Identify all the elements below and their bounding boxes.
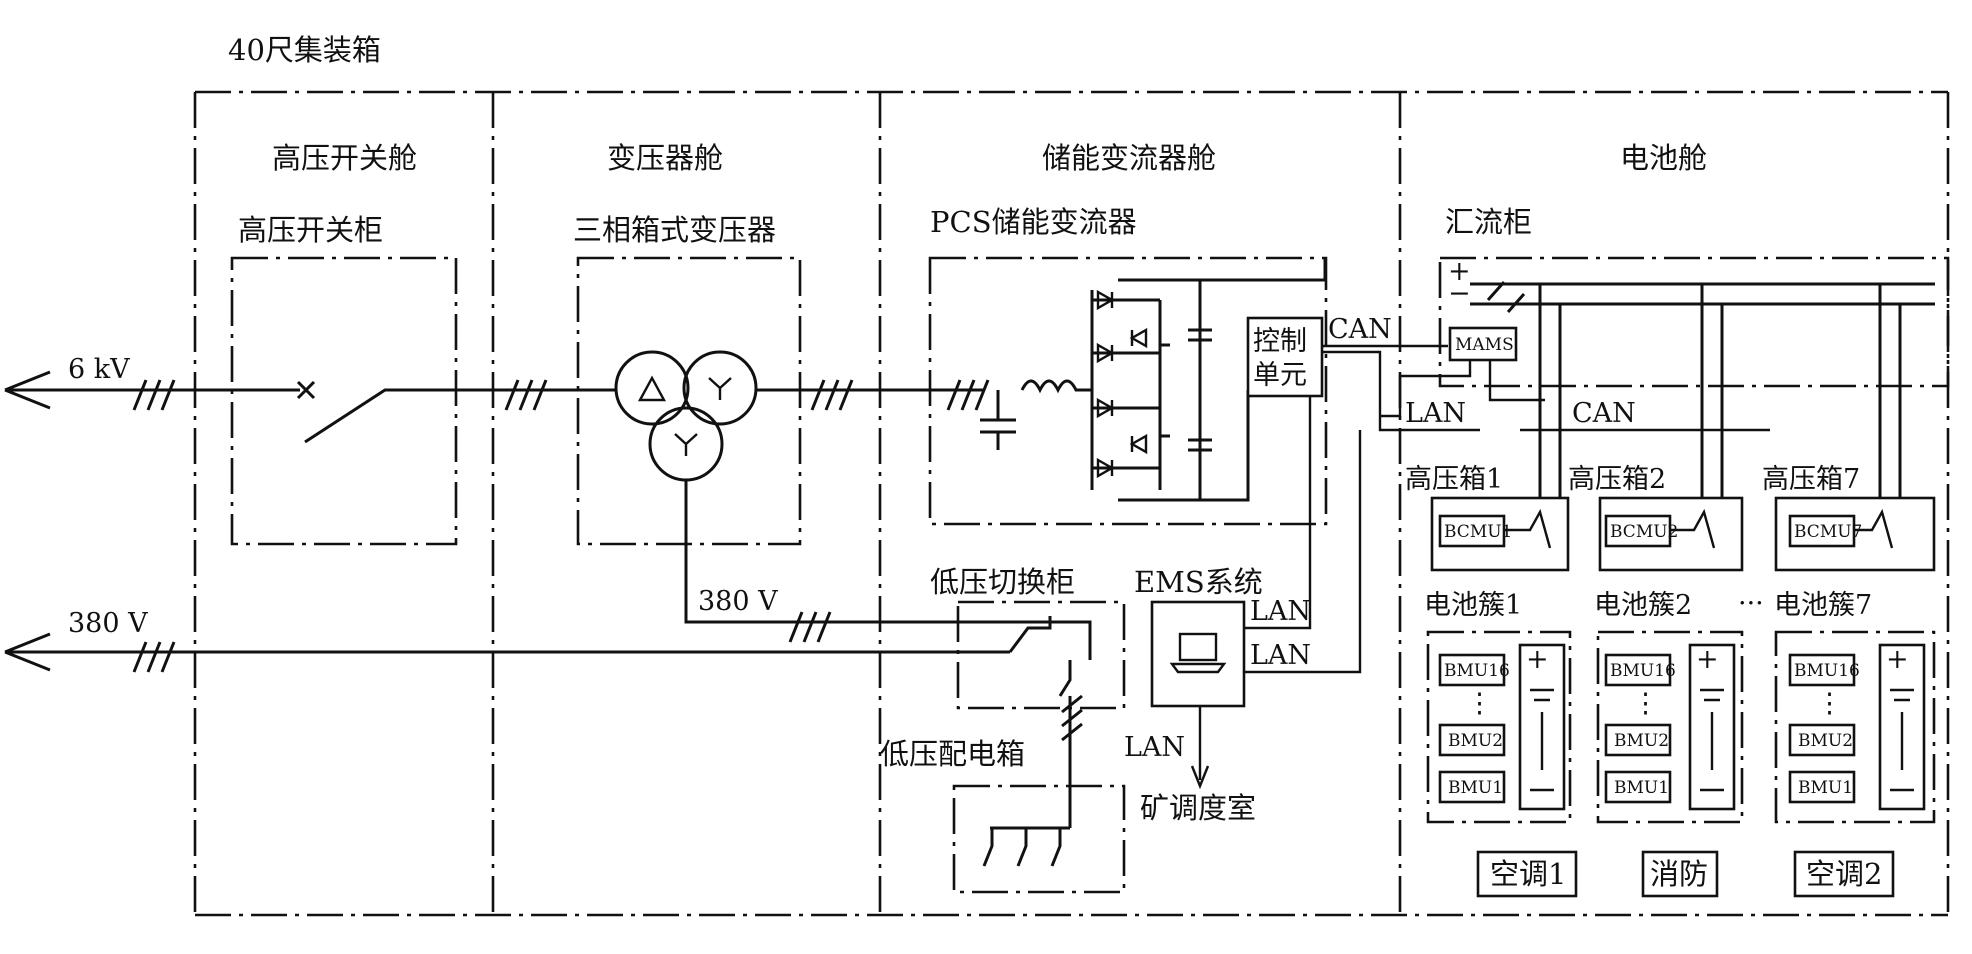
control-unit-line1: 控制 xyxy=(1253,326,1307,357)
container-outline xyxy=(193,90,1950,917)
lv-dist-label: 低压配电箱 xyxy=(880,737,1025,771)
bmu16-7: BMU16 xyxy=(1794,661,1860,681)
section-transformer: 变压器舱 xyxy=(607,141,723,175)
lv-system: 380 V 380 V 低压切换柜 低压配电箱 xyxy=(4,480,1126,894)
label-lan1: LAN xyxy=(1405,398,1466,429)
bmu1-7: BMU1 xyxy=(1798,778,1853,798)
fire-protection: 消防 xyxy=(1650,857,1708,891)
vdots-2: ⋮ xyxy=(1632,688,1659,719)
bcmu-7: BCMU7 xyxy=(1794,522,1862,542)
hv-box-2: 高压箱2 xyxy=(1568,464,1666,495)
label-can1: CAN xyxy=(1328,314,1392,345)
cluster-2: 电池簇2 xyxy=(1594,590,1692,621)
hv-box-7: 高压箱7 xyxy=(1762,464,1860,495)
battery-column-2: 高压箱2 BCMU2 电池簇2 BMU16 ⋮ BMU2 BMU1 + xyxy=(1568,284,1744,824)
bmu1-2: BMU1 xyxy=(1614,778,1669,798)
section-pcs: 储能变流器舱 xyxy=(1042,141,1216,175)
vdots-7: ⋮ xyxy=(1816,688,1843,719)
control-unit-line2: 单元 xyxy=(1253,360,1307,391)
label-lan3: LAN xyxy=(1250,640,1311,671)
hv-main-line: 6 kV xyxy=(4,354,990,444)
cell-sign-1: + xyxy=(1526,644,1549,675)
bmu2-2: BMU2 xyxy=(1614,731,1669,751)
section-battery: 电池舱 xyxy=(1620,141,1707,175)
cluster-1: 电池簇1 xyxy=(1424,590,1522,621)
hv-switch-cabinet: 高压开关柜 xyxy=(230,213,458,546)
section-hv-switch: 高压开关舱 xyxy=(272,141,417,175)
label-can2: CAN xyxy=(1572,398,1636,429)
dispatch-label: 矿调度室 xyxy=(1140,791,1256,825)
battery-column-1: 高压箱1 BCMU1 电池簇1 BMU16 ⋮ BMU2 BMU1 + xyxy=(1405,284,1572,824)
transformer-label: 三相箱式变压器 xyxy=(573,213,776,247)
vdots-1: ⋮ xyxy=(1466,688,1493,719)
ems-system: EMS系统 LAN LAN LAN 矿调度室 xyxy=(1124,430,1362,825)
bcmu-2: BCMU2 xyxy=(1610,522,1678,542)
lv-switch-label: 低压切换柜 xyxy=(930,565,1075,599)
bcmu-1: BCMU1 xyxy=(1444,522,1512,542)
container-title: 40尺集装箱 xyxy=(228,33,381,67)
label-380v-mid: 380 V xyxy=(698,586,778,617)
mams-label: MAMS xyxy=(1455,335,1514,355)
bmu2-7: BMU2 xyxy=(1798,731,1853,751)
label-6kv: 6 kV xyxy=(68,354,130,385)
pcs-converter: PCS储能变流器 xyxy=(928,205,1328,526)
cell-sign-7: + xyxy=(1886,644,1909,675)
bmu16-2: BMU16 xyxy=(1610,661,1676,681)
label-lan2: LAN xyxy=(1250,596,1311,627)
bmu2-1: BMU2 xyxy=(1448,731,1503,751)
ac-2: 空调2 xyxy=(1806,857,1882,891)
ems-label: EMS系统 xyxy=(1134,565,1263,599)
control-unit: 控制 单元 CAN xyxy=(1246,314,1480,572)
label-380v-left: 380 V xyxy=(68,608,148,639)
plus-sign: + xyxy=(1448,256,1471,287)
combiner-cabinet: 汇流柜 + − MAMS LAN CAN xyxy=(1380,205,1950,432)
battery-column-7: 高压箱7 BCMU7 电池簇7 BMU16 ⋮ BMU2 BMU1 + xyxy=(1762,284,1936,824)
cluster-ellipsis: ··· xyxy=(1738,588,1764,619)
pcs-label: PCS储能变流器 xyxy=(930,205,1137,239)
cell-sign-2: + xyxy=(1696,644,1719,675)
cluster-7: 电池簇7 xyxy=(1774,590,1872,621)
hv-cabinet-label: 高压开关柜 xyxy=(238,213,383,247)
auxiliary-equipment: 空调1 消防 空调2 xyxy=(1476,850,1895,898)
bmu1-1: BMU1 xyxy=(1448,778,1503,798)
bmu16-1: BMU16 xyxy=(1444,661,1510,681)
transformer-cabinet: 三相箱式变压器 xyxy=(573,213,802,546)
combiner-label: 汇流柜 xyxy=(1445,205,1532,239)
minus-sign: − xyxy=(1448,278,1471,309)
hv-box-1: 高压箱1 xyxy=(1405,464,1503,495)
ac-1: 空调1 xyxy=(1490,857,1566,891)
label-lan4: LAN xyxy=(1124,732,1185,763)
